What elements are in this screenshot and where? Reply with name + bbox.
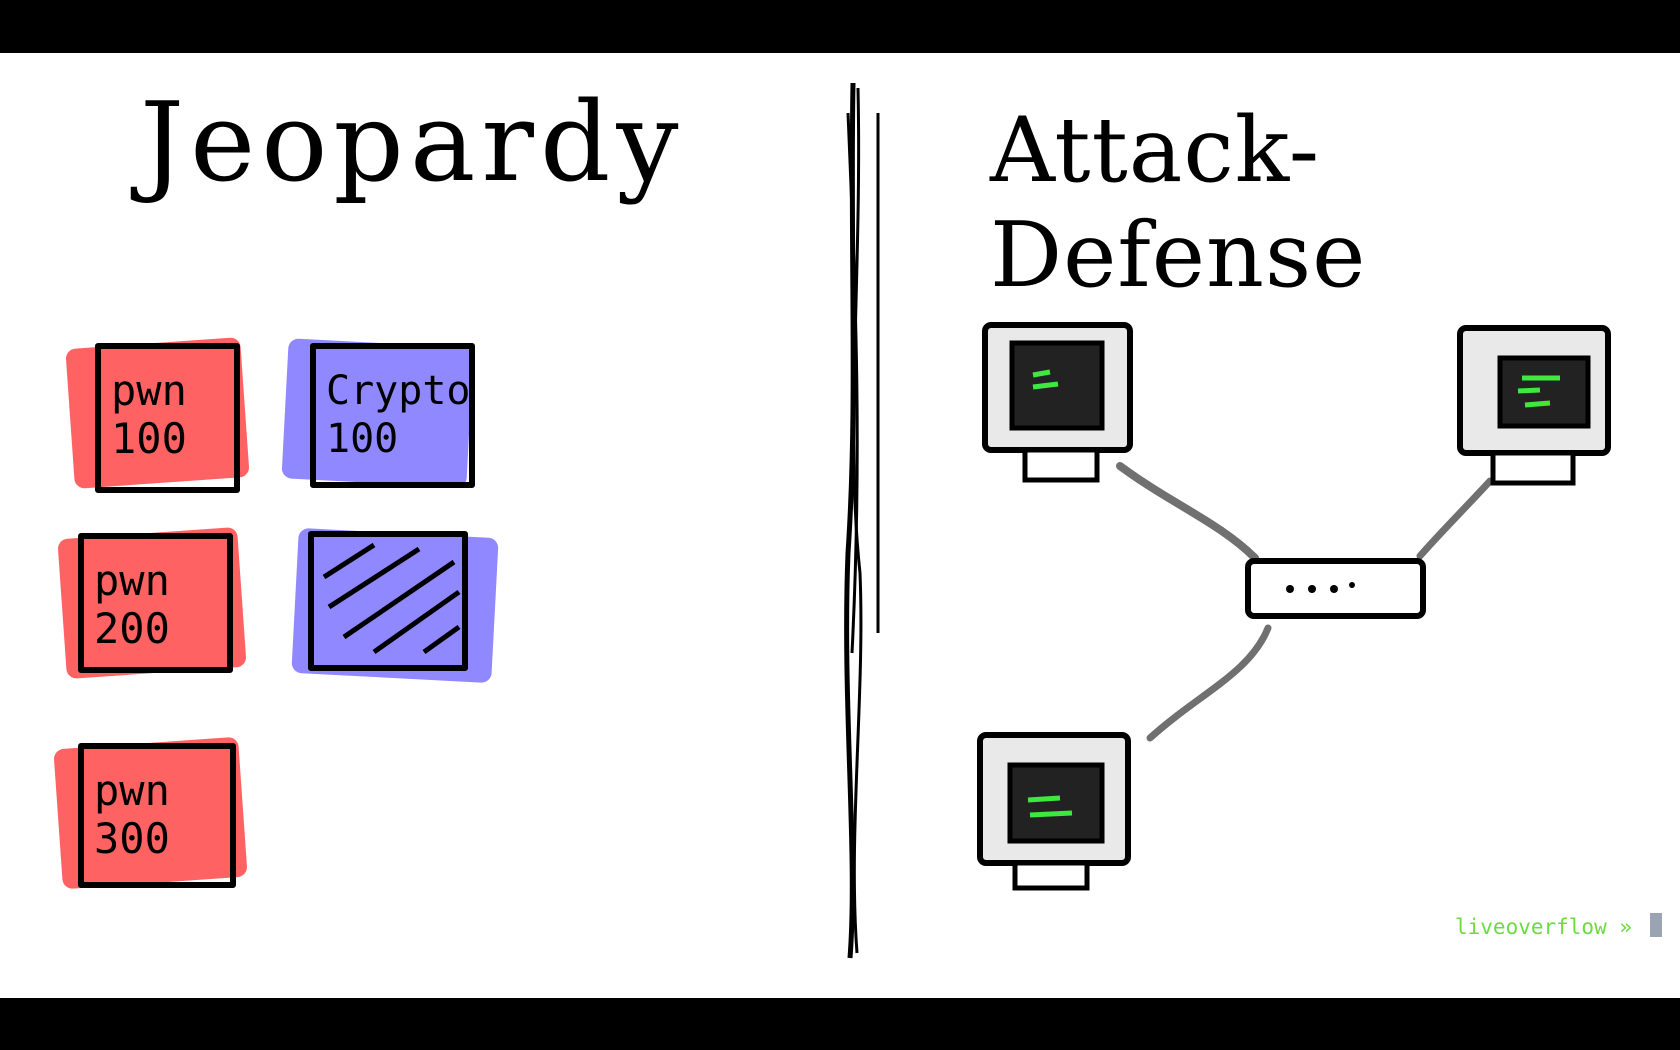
challenge-label: Crypto 100 — [326, 367, 486, 463]
challenge-category: pwn — [94, 556, 170, 605]
computer-bottom-left-icon — [977, 732, 1131, 891]
brand-watermark: liveoverflow » — [1455, 915, 1633, 939]
divider-line — [844, 82, 880, 959]
link-top-right — [1416, 477, 1494, 560]
challenge-tile-pwn-300[interactable]: pwn 300 — [78, 743, 236, 888]
link-top-left — [1116, 462, 1259, 562]
challenge-tile-pwn-100[interactable]: pwn 100 — [95, 343, 240, 493]
computer-top-left-icon — [982, 322, 1133, 483]
computer-top-right-icon — [1457, 325, 1611, 486]
challenge-points: 300 — [94, 814, 170, 863]
challenge-tile-solved[interactable] — [308, 531, 468, 671]
challenge-points: 100 — [326, 416, 399, 462]
challenge-tile-crypto-100[interactable]: Crypto 100 — [310, 343, 475, 488]
cursor-block-icon — [1650, 913, 1662, 937]
challenge-points: 200 — [94, 604, 170, 653]
letterbox-bottom — [0, 998, 1680, 1050]
challenge-label: pwn 100 — [111, 367, 241, 463]
challenge-label: pwn 300 — [94, 767, 224, 863]
challenge-tile-pwn-200[interactable]: pwn 200 — [78, 533, 233, 673]
network-diagram — [844, 82, 1611, 959]
heading-jeopardy: Jeopardy — [140, 78, 685, 206]
letterbox-top — [0, 0, 1680, 53]
challenge-label: pwn 200 — [94, 557, 224, 653]
solved-hatch-icon — [322, 542, 461, 655]
whiteboard-canvas: Jeopardy Attack-Defense pwn 100 pwn 200 … — [0, 53, 1680, 998]
heading-attack-defense: Attack-Defense — [990, 98, 1367, 308]
challenge-category: pwn — [94, 766, 170, 815]
challenge-category: Crypto — [326, 368, 471, 414]
link-bottom-left — [1146, 624, 1272, 742]
network-switch-icon — [1245, 558, 1426, 619]
challenge-points: 100 — [111, 414, 187, 463]
challenge-category: pwn — [111, 366, 187, 415]
